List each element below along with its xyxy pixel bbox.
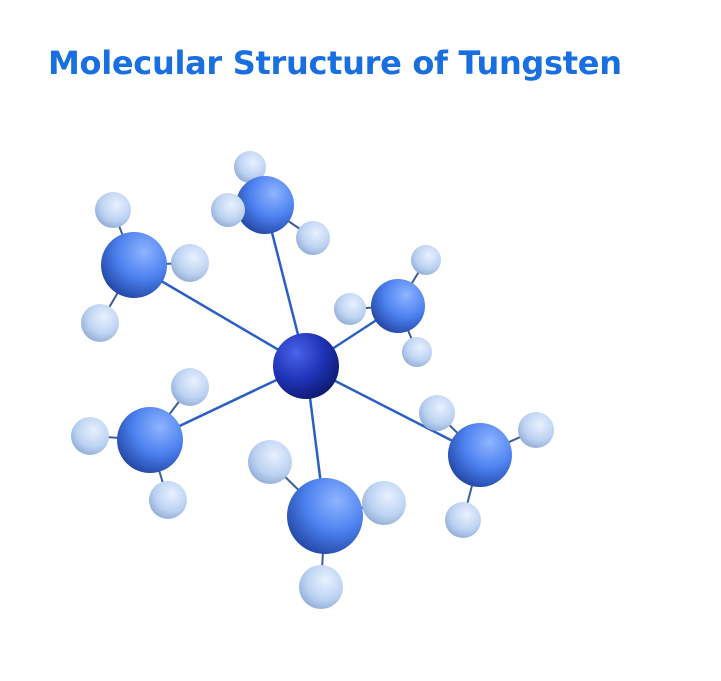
central-atom bbox=[273, 333, 339, 399]
small-atom bbox=[334, 293, 366, 325]
ligand-atom bbox=[448, 423, 512, 487]
small-atom bbox=[71, 417, 109, 455]
ligand-group bbox=[248, 440, 406, 609]
small-atom bbox=[402, 337, 432, 367]
ligand-atom bbox=[287, 478, 363, 554]
small-atom bbox=[296, 221, 330, 255]
small-atom bbox=[411, 245, 441, 275]
small-atom bbox=[234, 151, 266, 183]
bond bbox=[133, 263, 307, 368]
small-atom bbox=[171, 368, 209, 406]
small-atom bbox=[445, 502, 481, 538]
ligand-group bbox=[334, 245, 441, 367]
small-atom bbox=[518, 412, 554, 448]
small-atom bbox=[149, 481, 187, 519]
small-atom bbox=[299, 565, 343, 609]
page-title: Molecular Structure of Tungsten bbox=[48, 44, 622, 82]
ligand-group bbox=[211, 151, 330, 255]
ligand-group bbox=[71, 368, 209, 519]
small-atom bbox=[362, 481, 406, 525]
small-atom bbox=[95, 192, 131, 228]
ligand-group bbox=[81, 192, 209, 342]
ligand-group bbox=[419, 395, 554, 538]
ligand-atom bbox=[371, 279, 425, 333]
ligand-atom bbox=[236, 176, 294, 234]
ligand-atom bbox=[101, 232, 167, 298]
small-atom bbox=[419, 395, 455, 431]
small-atom bbox=[211, 193, 245, 227]
small-atom bbox=[171, 244, 209, 282]
ligand-atom bbox=[117, 407, 183, 473]
small-atom bbox=[81, 304, 119, 342]
small-atom bbox=[248, 440, 292, 484]
